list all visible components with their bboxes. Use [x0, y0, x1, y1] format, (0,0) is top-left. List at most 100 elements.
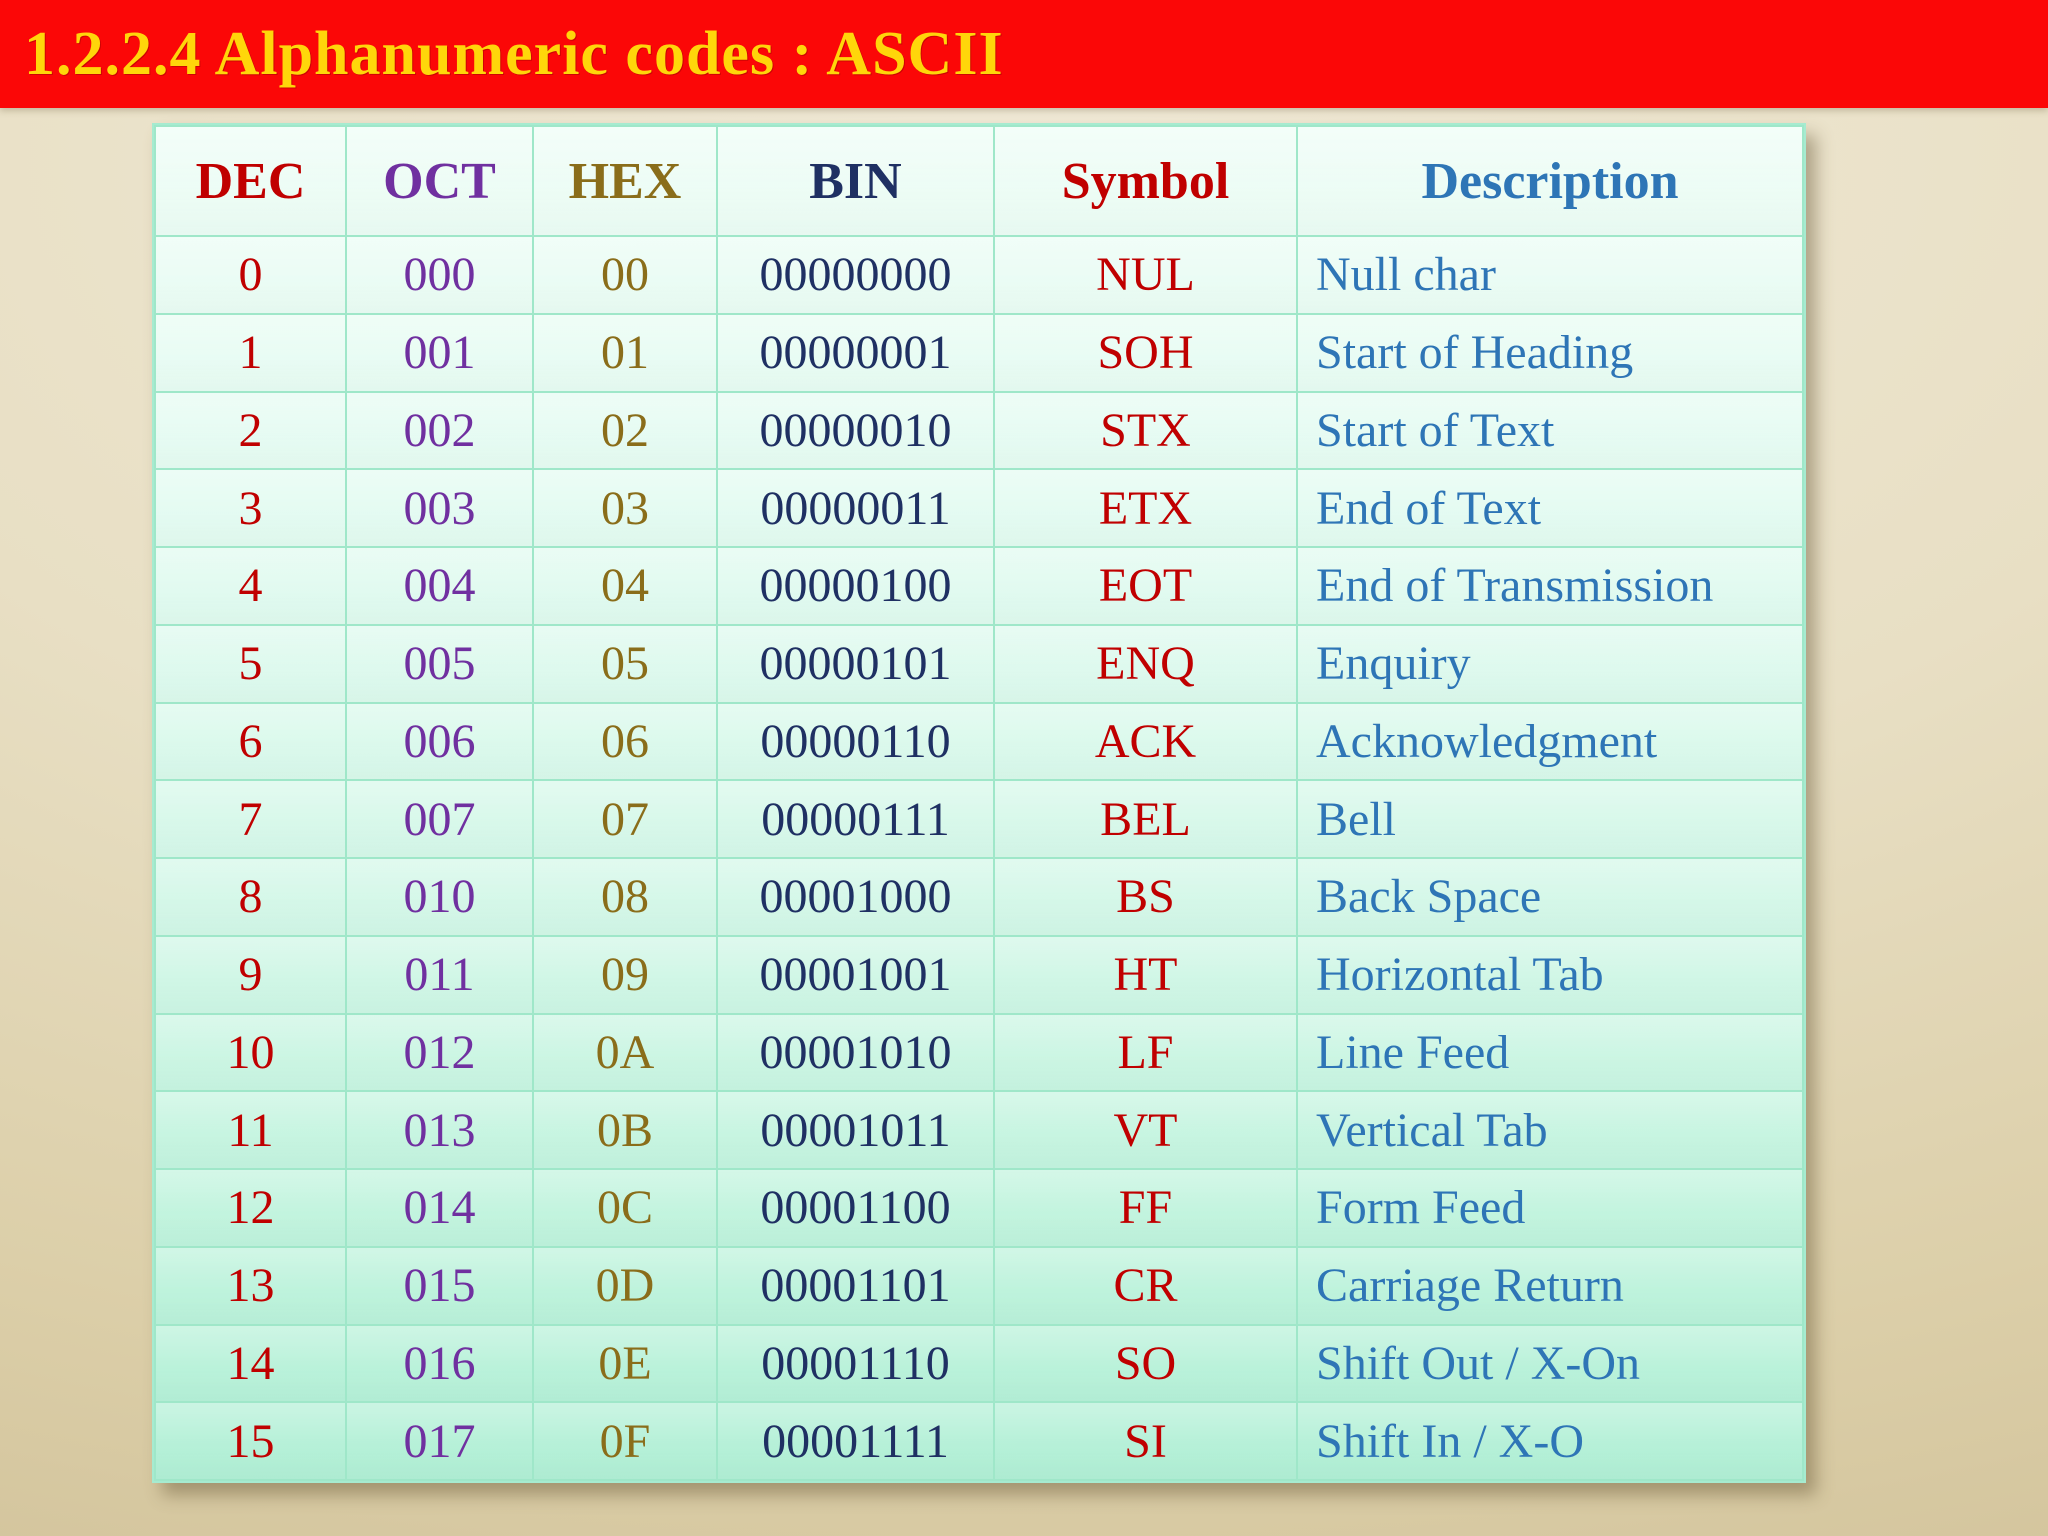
- cell-description: Shift Out / X-On: [1296, 1323, 1804, 1404]
- cell-description: End of Text: [1296, 468, 1804, 548]
- cell-oct: 005: [345, 623, 534, 704]
- cell-oct: 012: [345, 1012, 534, 1093]
- cell-bin: 00000001: [716, 312, 995, 393]
- cell-bin: 00000010: [716, 390, 995, 471]
- cell-dec: 9: [154, 934, 347, 1015]
- cell-bin: 00001010: [716, 1012, 995, 1093]
- cell-symbol: SO: [993, 1323, 1298, 1404]
- cell-oct: 003: [345, 468, 534, 548]
- cell-oct: 000: [345, 235, 534, 315]
- cell-dec: 3: [154, 468, 347, 548]
- cell-description: Acknowledgment: [1296, 701, 1804, 782]
- cell-symbol: BEL: [993, 779, 1298, 859]
- cell-oct: 016: [345, 1323, 534, 1404]
- cell-description: Carriage Return: [1296, 1245, 1804, 1326]
- cell-symbol: STX: [993, 390, 1298, 471]
- cell-oct: 014: [345, 1168, 534, 1248]
- cell-symbol: LF: [993, 1012, 1298, 1093]
- cell-description: Bell: [1296, 779, 1804, 859]
- cell-dec: 11: [154, 1090, 347, 1170]
- cell-symbol: EOT: [993, 546, 1298, 626]
- cell-hex: 02: [532, 390, 718, 471]
- cell-symbol: SI: [993, 1401, 1298, 1481]
- cell-dec: 4: [154, 546, 347, 626]
- cell-hex: 05: [532, 623, 718, 704]
- cell-dec: 0: [154, 235, 347, 315]
- cell-hex: 0C: [532, 1168, 718, 1248]
- cell-description: Null char: [1296, 235, 1804, 315]
- cell-description: Enquiry: [1296, 623, 1804, 704]
- cell-description: Start of Text: [1296, 390, 1804, 471]
- cell-hex: 0A: [532, 1012, 718, 1093]
- cell-dec: 5: [154, 623, 347, 704]
- cell-hex: 0F: [532, 1401, 718, 1481]
- header-hex: HEX: [532, 125, 718, 237]
- cell-hex: 04: [532, 546, 718, 626]
- cell-oct: 017: [345, 1401, 534, 1481]
- cell-description: Form Feed: [1296, 1168, 1804, 1248]
- cell-bin: 00001011: [716, 1090, 995, 1170]
- cell-hex: 06: [532, 701, 718, 782]
- cell-oct: 001: [345, 312, 534, 393]
- cell-hex: 03: [532, 468, 718, 548]
- cell-symbol: HT: [993, 934, 1298, 1015]
- cell-bin: 00000111: [716, 779, 995, 859]
- slide-title: 1.2.2.4 Alphanumeric codes : ASCII: [24, 20, 1004, 88]
- header-bin: BIN: [716, 125, 995, 237]
- header-oct: OCT: [345, 125, 534, 237]
- cell-description: Vertical Tab: [1296, 1090, 1804, 1170]
- cell-hex: 09: [532, 934, 718, 1015]
- cell-bin: 00001110: [716, 1323, 995, 1404]
- cell-bin: 00001101: [716, 1245, 995, 1326]
- cell-dec: 8: [154, 857, 347, 937]
- cell-bin: 00001100: [716, 1168, 995, 1248]
- cell-dec: 2: [154, 390, 347, 471]
- cell-symbol: VT: [993, 1090, 1298, 1170]
- cell-symbol: SOH: [993, 312, 1298, 393]
- cell-hex: 0E: [532, 1323, 718, 1404]
- cell-bin: 00000100: [716, 546, 995, 626]
- cell-oct: 010: [345, 857, 534, 937]
- cell-dec: 15: [154, 1401, 347, 1481]
- cell-bin: 00000110: [716, 701, 995, 782]
- cell-description: Line Feed: [1296, 1012, 1804, 1093]
- cell-bin: 00001000: [716, 857, 995, 937]
- cell-symbol: NUL: [993, 235, 1298, 315]
- cell-oct: 004: [345, 546, 534, 626]
- cell-description: End of Transmission: [1296, 546, 1804, 626]
- cell-dec: 14: [154, 1323, 347, 1404]
- header-symbol: Symbol: [993, 125, 1298, 237]
- cell-symbol: ENQ: [993, 623, 1298, 704]
- cell-oct: 015: [345, 1245, 534, 1326]
- cell-bin: 00000011: [716, 468, 995, 548]
- cell-description: Back Space: [1296, 857, 1804, 937]
- cell-hex: 00: [532, 235, 718, 315]
- cell-symbol: FF: [993, 1168, 1298, 1248]
- cell-oct: 013: [345, 1090, 534, 1170]
- cell-hex: 07: [532, 779, 718, 859]
- cell-dec: 1: [154, 312, 347, 393]
- title-bar: 1.2.2.4 Alphanumeric codes : ASCII: [0, 0, 2048, 108]
- cell-symbol: ETX: [993, 468, 1298, 548]
- cell-dec: 10: [154, 1012, 347, 1093]
- cell-description: Start of Heading: [1296, 312, 1804, 393]
- cell-dec: 7: [154, 779, 347, 859]
- cell-dec: 6: [154, 701, 347, 782]
- header-dec: DEC: [154, 125, 347, 237]
- cell-hex: 0D: [532, 1245, 718, 1326]
